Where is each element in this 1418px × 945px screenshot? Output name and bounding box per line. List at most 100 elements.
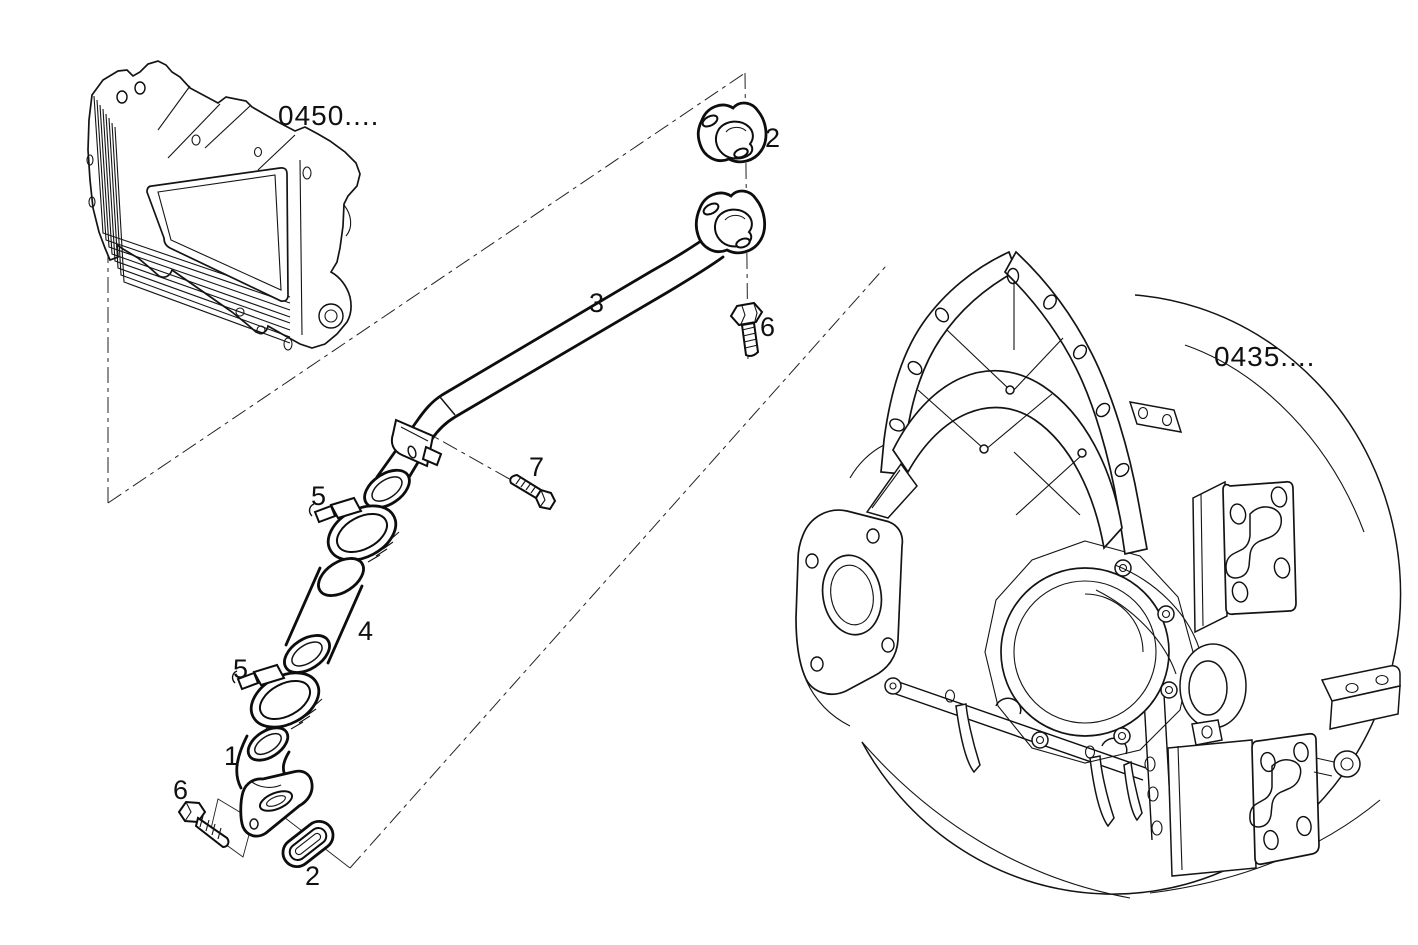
left-flange-wing-line xyxy=(871,469,901,509)
pipe-bracket-tab xyxy=(421,445,443,467)
bottom-rail-top xyxy=(892,679,1147,769)
left-flange-holes xyxy=(805,528,895,672)
ref-label-flywheel-housing: 0435.... xyxy=(1214,341,1315,372)
gasket-bottom-slot xyxy=(294,832,322,856)
volute-wing-1 xyxy=(1114,564,1200,649)
flange-lr-face xyxy=(1251,732,1320,866)
callout-6-bottom: 6 xyxy=(173,775,188,805)
rail-end-hole xyxy=(889,682,897,690)
gasket-top-hole-bottom xyxy=(733,147,749,159)
lug-front-face xyxy=(1329,685,1401,730)
plug-boss-line-1 xyxy=(1315,757,1335,763)
truss-ribs xyxy=(917,282,1083,516)
pipe-bracket-ridge xyxy=(400,426,429,442)
bolt-top-head xyxy=(729,301,764,327)
left-flange-bore-inner xyxy=(830,564,874,626)
flange-ur-side-line xyxy=(1200,493,1204,627)
clamp-upper-hook xyxy=(308,503,315,517)
bolt-bottom-threads xyxy=(199,815,222,840)
clamp-lower xyxy=(231,663,323,730)
cooler-core-frame xyxy=(146,167,289,302)
cooler-right-bar xyxy=(299,159,303,336)
screw-7 xyxy=(509,473,557,511)
callout-2-bottom: 2 xyxy=(305,861,320,891)
housing-skirt-arc xyxy=(861,741,1131,899)
left-flange-skirt xyxy=(805,679,851,727)
callouts: 0450.... 0435.... 2 6 3 7 5 4 5 1 6 2 xyxy=(173,100,1315,891)
bolt-bottom-facet xyxy=(184,801,192,822)
plug-boss-line-2 xyxy=(1313,771,1333,777)
pipe-spout-rim xyxy=(363,468,411,510)
callout-5-upper: 5 xyxy=(311,481,326,511)
cooler-boss-outer xyxy=(318,303,344,329)
truss-bracket-hole-1 xyxy=(1137,406,1149,420)
central-bore xyxy=(1000,567,1170,737)
side-port-lug xyxy=(1191,719,1223,746)
hose-bottom-rim xyxy=(283,634,331,674)
truss-side-bracket xyxy=(1128,401,1183,433)
hose-edge-left xyxy=(284,566,322,647)
hose-bottom-bore xyxy=(291,641,323,667)
callout-5-lower: 5 xyxy=(233,654,248,684)
flange-lr-opening xyxy=(1249,759,1302,828)
flange-lr-box-line xyxy=(1177,745,1183,871)
clamp-upper-band-inner xyxy=(336,513,388,553)
leader-screw-7 xyxy=(416,426,514,482)
screw-head-facet xyxy=(539,489,546,508)
truss-bracket-hole-2 xyxy=(1161,413,1173,427)
side-port-ring xyxy=(1179,643,1247,729)
cooler-holes xyxy=(86,81,312,351)
bolt-top-facet-1 xyxy=(740,305,746,325)
bolt-top-facet-2 xyxy=(753,303,758,322)
prong-2 xyxy=(1089,755,1115,828)
callout-1: 1 xyxy=(224,741,239,771)
side-port-hole xyxy=(1188,660,1228,716)
hose-top-rim xyxy=(317,557,365,597)
rail-bump-1 xyxy=(995,697,1022,715)
bolt-bottom xyxy=(177,800,230,849)
elbow-neck-line xyxy=(251,781,282,788)
clamp-lower-screw-box xyxy=(252,663,286,687)
ref-label-oil-cooler: 0450.... xyxy=(278,100,379,131)
pipe-flange-hole-bottom xyxy=(735,237,751,249)
lug-top-face xyxy=(1320,665,1401,702)
central-bore-inner xyxy=(1013,580,1157,724)
bore-bolt-bosses xyxy=(1031,559,1178,749)
cooler-core-frame-inner xyxy=(157,174,282,291)
prong-1 xyxy=(955,703,981,774)
callout-7: 7 xyxy=(529,452,544,482)
corner-hole-3 xyxy=(1151,820,1163,836)
cooler-fins xyxy=(93,95,291,344)
bolt-top xyxy=(729,301,764,357)
water-return-pipe xyxy=(363,189,767,510)
plug-boss-outer xyxy=(1333,750,1361,778)
gasket-top-hole-small xyxy=(701,114,719,128)
truss-nodes xyxy=(979,385,1087,458)
plug-boss-inner xyxy=(1340,757,1354,771)
left-flange-wing xyxy=(865,462,918,519)
pipe-flange-crescent xyxy=(724,214,746,221)
pipe-flange-opening xyxy=(713,208,753,248)
pipe-bend-seam xyxy=(439,396,456,416)
elbow-edge-left xyxy=(235,734,249,790)
callout-4: 4 xyxy=(358,616,373,646)
hose-edge-right xyxy=(326,584,364,665)
lug-hole-2 xyxy=(1375,674,1389,686)
clamp-lower-slots xyxy=(290,698,323,730)
volute-wing-2 xyxy=(1095,589,1177,675)
prong-3 xyxy=(1123,760,1143,822)
flange-lr-box xyxy=(1167,739,1257,877)
cooler-ridges xyxy=(157,85,296,171)
screw-threads xyxy=(515,476,537,494)
axis-diagonal-right xyxy=(349,265,887,869)
pipe-flange-hole-small xyxy=(702,202,720,216)
clamp-lower-band-inner xyxy=(259,680,311,720)
callout-2-top: 2 xyxy=(765,123,780,153)
clamp-lower-hook xyxy=(231,670,238,684)
screw-head xyxy=(534,488,557,511)
flange-lr-holes xyxy=(1260,741,1312,851)
gasket-bottom xyxy=(281,819,335,869)
elbow-flange-opening-inner xyxy=(266,795,286,807)
pipe-bracket-slot xyxy=(407,445,417,459)
